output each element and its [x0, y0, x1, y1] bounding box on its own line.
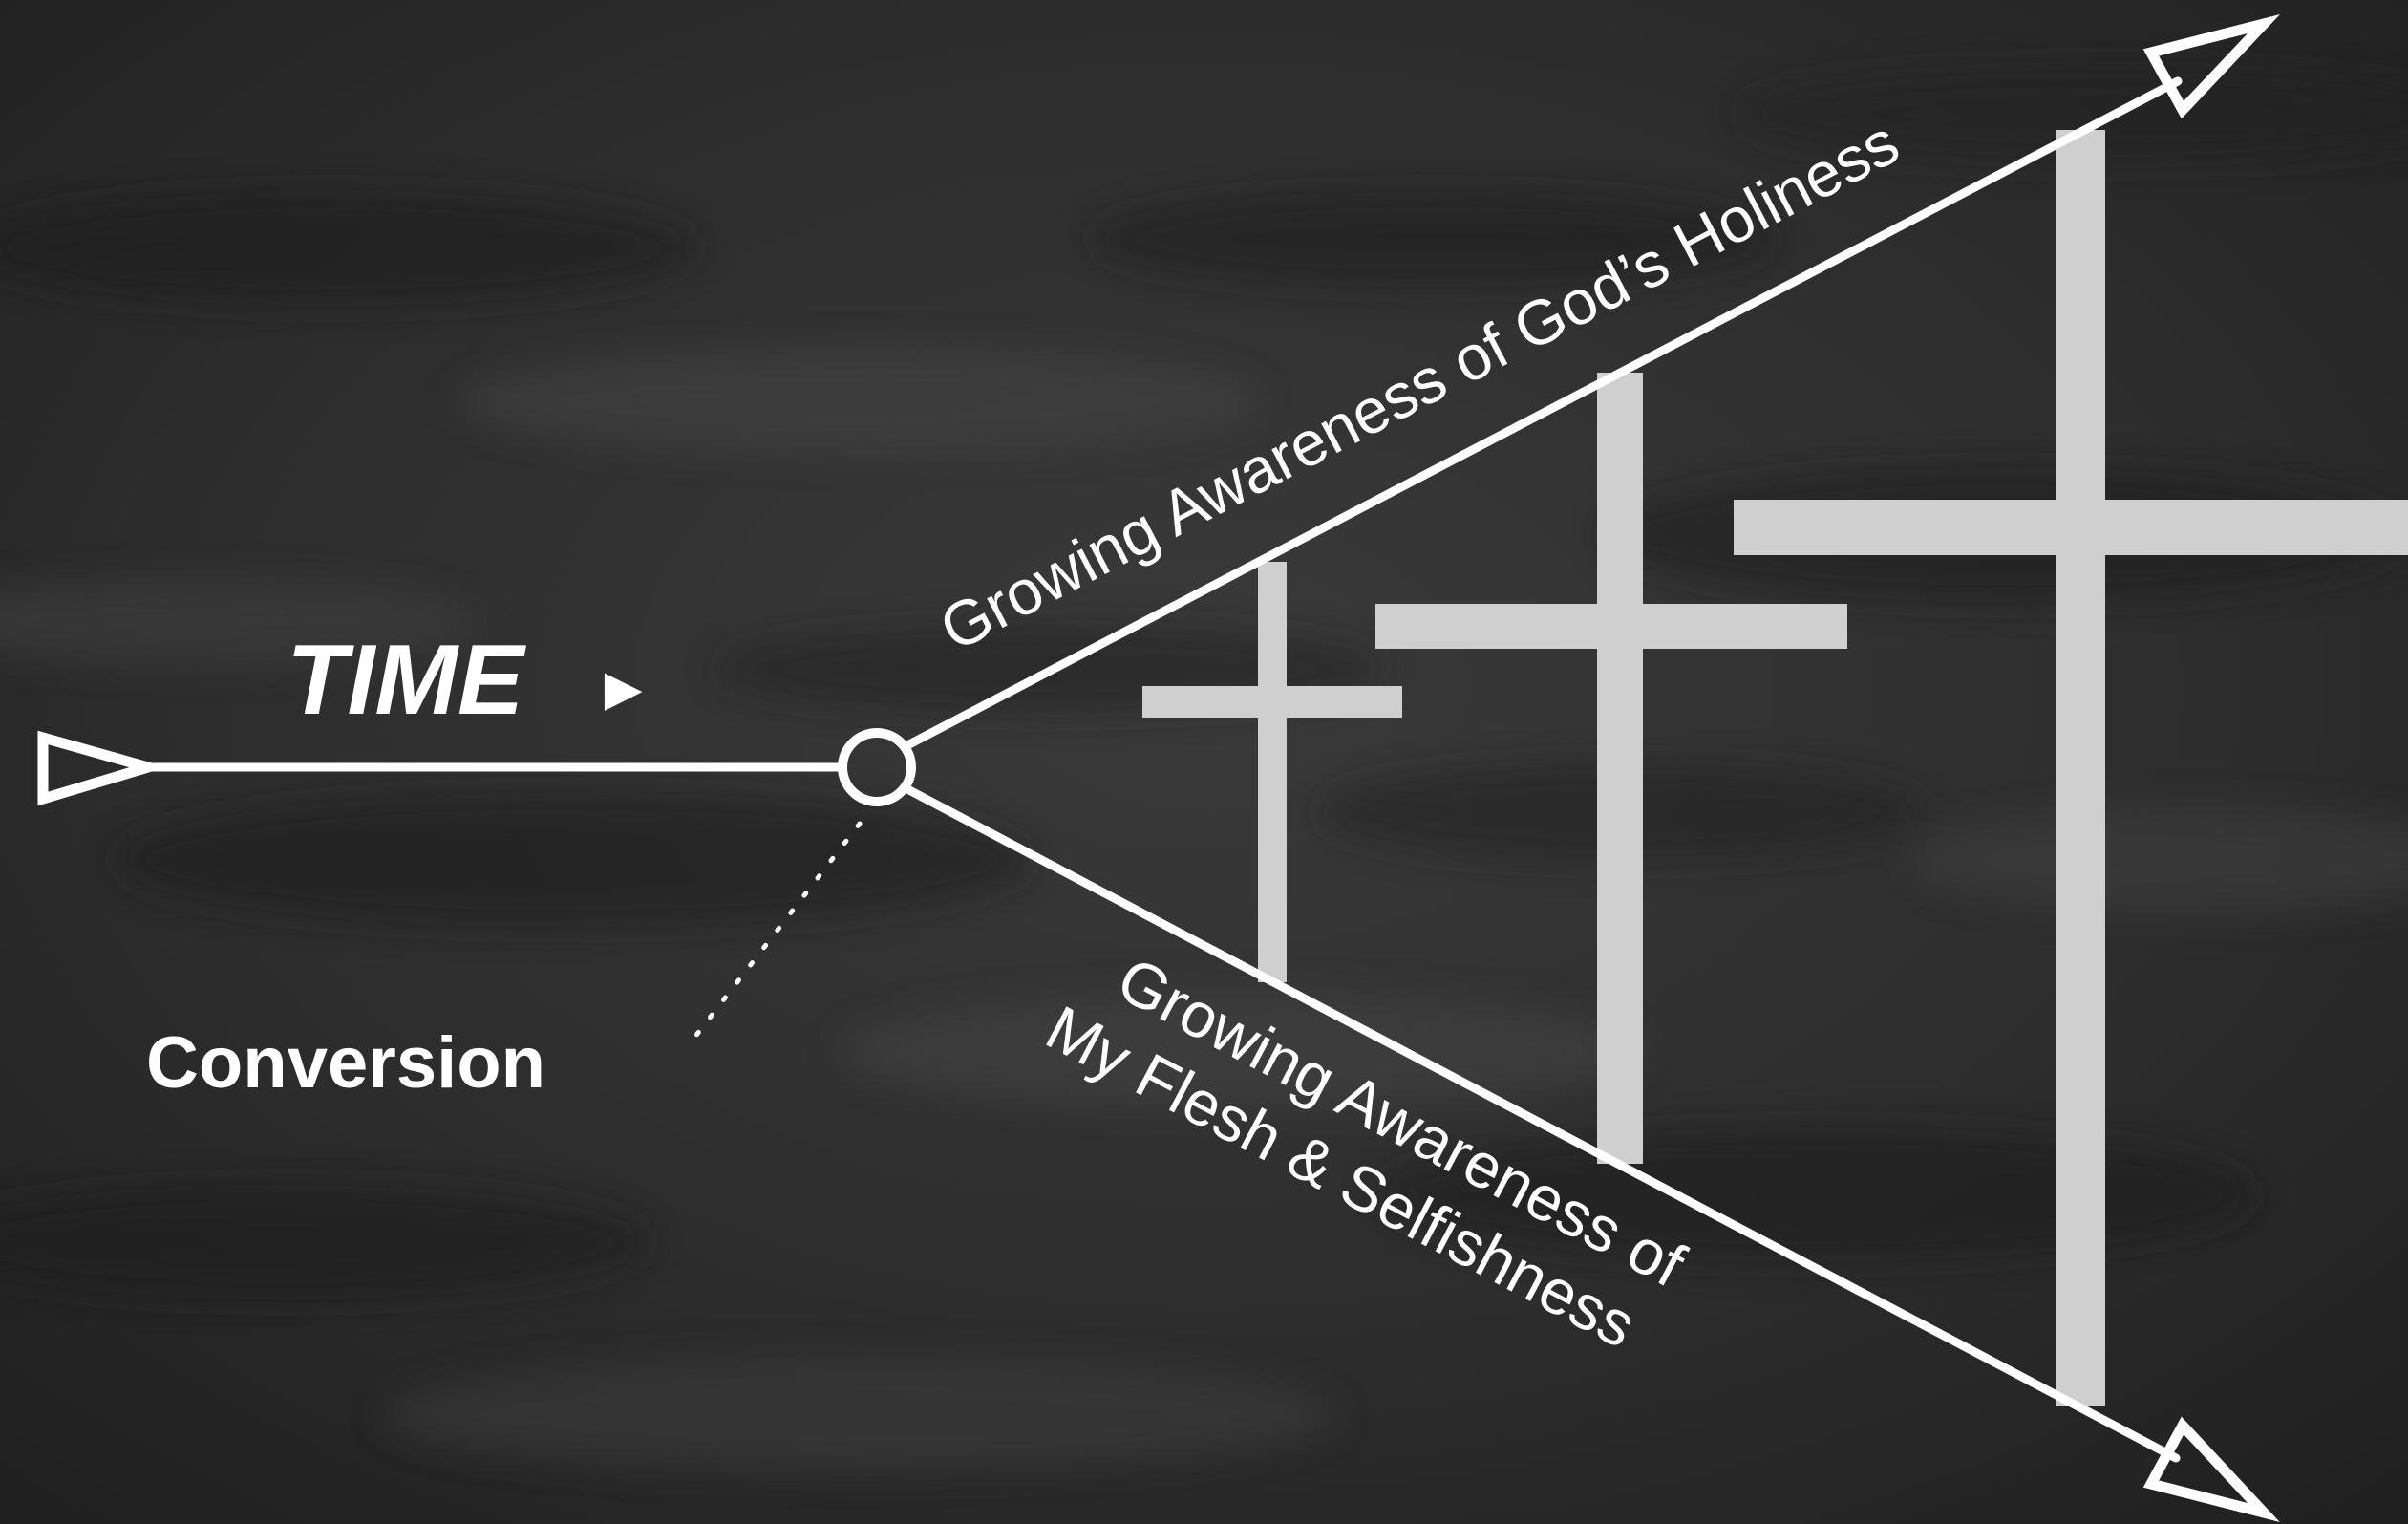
time-marker-arrow-icon: ►	[592, 653, 654, 723]
time-label: TIME	[287, 625, 526, 736]
conversion-label: Conversion	[146, 1022, 545, 1104]
